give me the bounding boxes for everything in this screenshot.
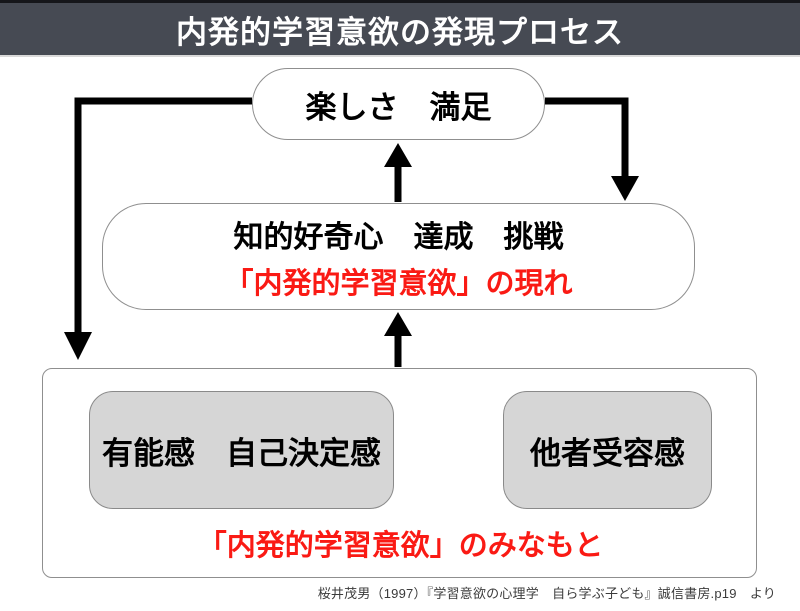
- node-competence-label: 有能感 自己決定感: [102, 435, 381, 471]
- title-bar: 内発的学習意欲の発現プロセス: [0, 0, 800, 57]
- node-middle-keywords: 知的好奇心 達成 挑戦: [233, 220, 564, 254]
- group-bottom-caption: 「内発的学習意欲」のみなもと: [197, 530, 604, 562]
- page-title: 内発的学習意欲の発現プロセス: [176, 14, 624, 50]
- arrow-feedback-right-down: [545, 97, 639, 201]
- node-others-acceptance: 他者受容感: [503, 391, 712, 509]
- arrow-bottom-to-middle-up: [384, 312, 412, 367]
- node-fun-satisfaction-label: 楽しさ 満足: [305, 89, 492, 125]
- citation-text: 桜井茂男（1997）『学習意欲の心理学 自ら学ぶ子ども』誠信書房.p19 より: [317, 586, 776, 601]
- node-competence-selfdetermination: 有能感 自己決定感: [89, 391, 394, 509]
- node-others-acceptance-label: 他者受容感: [530, 435, 685, 471]
- node-middle-caption: 「内発的学習意欲」の現れ: [224, 267, 573, 300]
- group-intrinsic-source: 有能感 自己決定感 他者受容感 「内発的学習意欲」のみなもと: [42, 368, 757, 578]
- node-intrinsic-manifestation: 知的好奇心 達成 挑戦 「内発的学習意欲」の現れ: [102, 203, 695, 310]
- node-fun-satisfaction: 楽しさ 満足: [252, 68, 545, 140]
- arrow-middle-to-top-up: [384, 143, 412, 202]
